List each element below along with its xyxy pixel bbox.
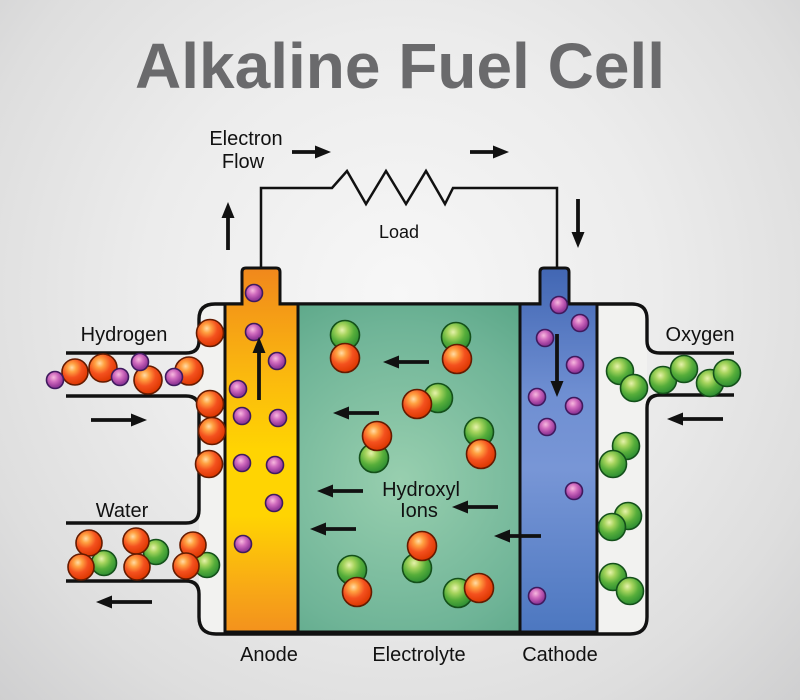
- purple-molecule: [537, 417, 557, 437]
- purple-molecule: [232, 453, 252, 473]
- purple-molecule: [265, 455, 285, 475]
- hydrogen-label: Hydrogen: [81, 324, 168, 346]
- red-molecule: [88, 353, 118, 383]
- green-molecule: [615, 576, 645, 606]
- green-molecule: [619, 373, 649, 403]
- red-molecule: [195, 389, 225, 419]
- red-molecule: [195, 318, 225, 348]
- purple-molecule: [570, 313, 590, 333]
- red-molecule: [329, 342, 361, 374]
- electron-flow-label-line2: Flow: [222, 151, 265, 173]
- anode-region: [223, 266, 300, 634]
- green-molecule: [712, 358, 742, 388]
- hydroxyl-ions-label-line2: Ions: [400, 500, 438, 522]
- green-molecule: [598, 449, 628, 479]
- red-molecule: [122, 527, 150, 555]
- purple-molecule: [264, 493, 284, 513]
- purple-molecule: [110, 367, 130, 387]
- red-molecule: [401, 388, 433, 420]
- purple-molecule: [549, 295, 569, 315]
- circuit-wire: [259, 168, 559, 272]
- red-molecule: [61, 358, 89, 386]
- red-molecule: [123, 553, 151, 581]
- purple-molecule: [232, 406, 252, 426]
- purple-molecule: [130, 352, 150, 372]
- purple-molecule: [268, 408, 288, 428]
- purple-molecule: [228, 379, 248, 399]
- purple-molecule: [527, 387, 547, 407]
- red-molecule: [67, 553, 95, 581]
- cathode-label: Cathode: [522, 644, 598, 666]
- water-pipe-bottom-and-container-bottom: [66, 393, 734, 636]
- purple-molecule: [565, 355, 585, 375]
- red-molecule: [194, 449, 224, 479]
- red-molecule: [197, 416, 227, 446]
- hydroxyl-ions-label-line1: Hydroxyl: [382, 479, 460, 501]
- molecules-layer: [45, 283, 742, 609]
- red-molecule: [341, 576, 373, 608]
- flow-arrows-layer: [91, 145, 723, 609]
- purple-molecule: [233, 534, 253, 554]
- purple-molecule: [564, 481, 584, 501]
- purple-molecule: [244, 322, 264, 342]
- load-label: Load: [379, 222, 419, 242]
- red-molecule: [75, 529, 103, 557]
- purple-molecule: [535, 328, 555, 348]
- green-molecule: [597, 512, 627, 542]
- red-molecule: [463, 572, 495, 604]
- purple-molecule: [244, 283, 264, 303]
- red-molecule: [465, 438, 497, 470]
- purple-molecule: [527, 586, 547, 606]
- green-molecule: [669, 354, 699, 384]
- oxygen-label: Oxygen: [666, 324, 735, 346]
- red-molecule: [361, 420, 393, 452]
- purple-molecule: [267, 351, 287, 371]
- purple-molecule: [45, 370, 65, 390]
- page-title: Alkaline Fuel Cell: [135, 30, 665, 102]
- electron-flow-label-line1: Electron: [209, 128, 282, 150]
- purple-molecule: [164, 367, 184, 387]
- electrolyte-label: Electrolyte: [372, 644, 465, 666]
- red-molecule: [406, 530, 438, 562]
- purple-molecule: [564, 396, 584, 416]
- water-label: Water: [96, 500, 149, 522]
- anode-label: Anode: [240, 644, 298, 666]
- red-molecule: [172, 552, 200, 580]
- red-molecule: [441, 343, 473, 375]
